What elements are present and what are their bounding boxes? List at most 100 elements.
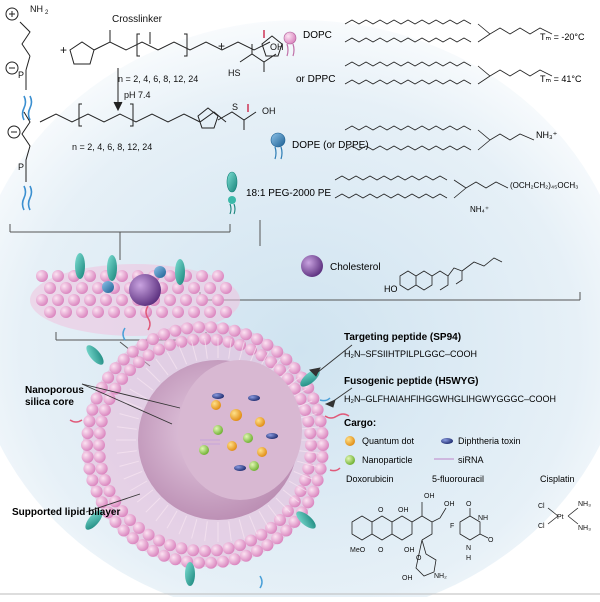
lipid-head (220, 306, 232, 318)
dope-label: DOPE (or DPPE) (292, 140, 369, 151)
lipid-head (193, 321, 205, 334)
reaction-scheme (5, 7, 283, 211)
sulfur-label: S (232, 102, 238, 112)
dox-atom: OH (444, 501, 455, 508)
lipid-head (172, 282, 184, 294)
lipid-head (95, 381, 108, 394)
lipid-tail (155, 504, 169, 522)
lipid-head (142, 528, 155, 541)
fu-atom: N (466, 545, 471, 552)
lipid-head (109, 495, 122, 508)
phosphorus-label: P (18, 162, 24, 172)
lipid-head (216, 322, 229, 335)
lipid-head (153, 343, 165, 356)
lipid-head (109, 362, 122, 375)
peg-in-bilayer (75, 253, 85, 279)
dox-atom: OH (402, 575, 413, 582)
lipid-head (304, 450, 317, 463)
lipid-head (220, 282, 232, 294)
lipid-head (124, 364, 136, 376)
lipid-head (44, 306, 56, 318)
dox-atom: O (416, 555, 422, 562)
lipid-head (60, 282, 72, 294)
dox-atom: OH (398, 507, 409, 514)
lipid-head (302, 496, 315, 509)
lipid-head (317, 439, 329, 451)
amine-subscript: 2 (45, 10, 49, 16)
lipid-tail (123, 470, 143, 480)
lipid-head (240, 549, 252, 562)
lipid-head (188, 306, 200, 318)
lipid-head (175, 542, 188, 555)
dppc-structure (344, 61, 553, 85)
lipid-head (95, 462, 108, 475)
cis-atom: NH₃ (578, 525, 591, 532)
lipid-tail (248, 515, 258, 535)
crosslinker-label: Crosslinker (112, 14, 163, 25)
fu-atom: H (466, 555, 471, 562)
cargo-quantum-dot: Quantum dot (362, 436, 415, 446)
lipid-head (116, 372, 129, 385)
dox-atom: O (378, 547, 384, 554)
lipid-head (251, 544, 263, 557)
lipid-structures: DOPC Tₘ = -20°C or DPPC Tₘ = 41°C DOPE (… (226, 19, 585, 294)
lipid-tail (166, 510, 178, 529)
cargo-nanoparticle: Nanoparticle (362, 455, 413, 465)
lipid-head (83, 415, 96, 428)
plus-sign: + (60, 43, 67, 57)
doxorubicin-atoms: OH OH O OH O MeO OH O OH NH₂ (350, 493, 455, 582)
lipid-head (210, 544, 223, 557)
lipid-tail (282, 489, 300, 503)
lipid-tail (288, 480, 307, 492)
lipid-head (147, 333, 159, 346)
lipid-head (93, 439, 105, 451)
n-values-top: n = 2, 4, 6, 8, 12, 24 (118, 74, 198, 84)
lipid-head (294, 485, 307, 497)
cargo-title: Cargo: (344, 418, 376, 429)
lipid-head (136, 539, 149, 552)
plus-charge-icon (5, 7, 19, 21)
lipid-tail (204, 521, 208, 542)
callout-arrows (81, 344, 353, 513)
lipid-tail (238, 341, 245, 361)
lipid-head (52, 294, 64, 306)
cis-atom: Pt (557, 514, 564, 521)
lipid-head (205, 556, 217, 569)
lipid-head (102, 371, 115, 384)
lipid-head (86, 474, 99, 487)
lipid-head (228, 553, 241, 566)
lipid-tail (116, 426, 137, 430)
lipid-head (124, 306, 136, 318)
lipid-head (164, 294, 176, 306)
lipid-head (294, 393, 307, 405)
cargo-cisplatin: Cisplatin (540, 474, 575, 484)
lipid-head (175, 335, 188, 348)
dox-atom: O (378, 507, 384, 514)
lipid-head (193, 556, 205, 569)
lipid-head (305, 439, 317, 451)
dox-atom: NH₂ (434, 573, 447, 580)
dppc-tm: Tₘ = 41°C (540, 74, 582, 84)
lipid-head (234, 338, 246, 351)
cholesterol-label: Cholesterol (330, 262, 381, 273)
lipid-tail (191, 341, 198, 361)
lipid-head (261, 338, 274, 351)
lipid-head (205, 321, 217, 334)
lipid-head (44, 282, 56, 294)
cis-atom: Cl (538, 523, 545, 530)
cargo-toxin: Diphtheria toxin (458, 436, 521, 446)
peg-chain: (OCH₂CH₂)₄₅OCH₃ (510, 181, 578, 190)
lipid-head (212, 270, 224, 282)
lipid-head (304, 427, 317, 440)
targeting-sequence: H₂N–SFSIIHTPILPLGGC–COOH (344, 349, 477, 359)
lipid-head (86, 403, 99, 416)
lipid-head (288, 362, 301, 375)
lipid-head (81, 427, 94, 440)
lipid-head (98, 404, 111, 416)
lipid-head (76, 282, 88, 294)
lipid-head (147, 544, 159, 557)
fu-atom: NH (478, 515, 488, 522)
lipid-tail (123, 400, 143, 410)
lipid-head (102, 506, 115, 519)
